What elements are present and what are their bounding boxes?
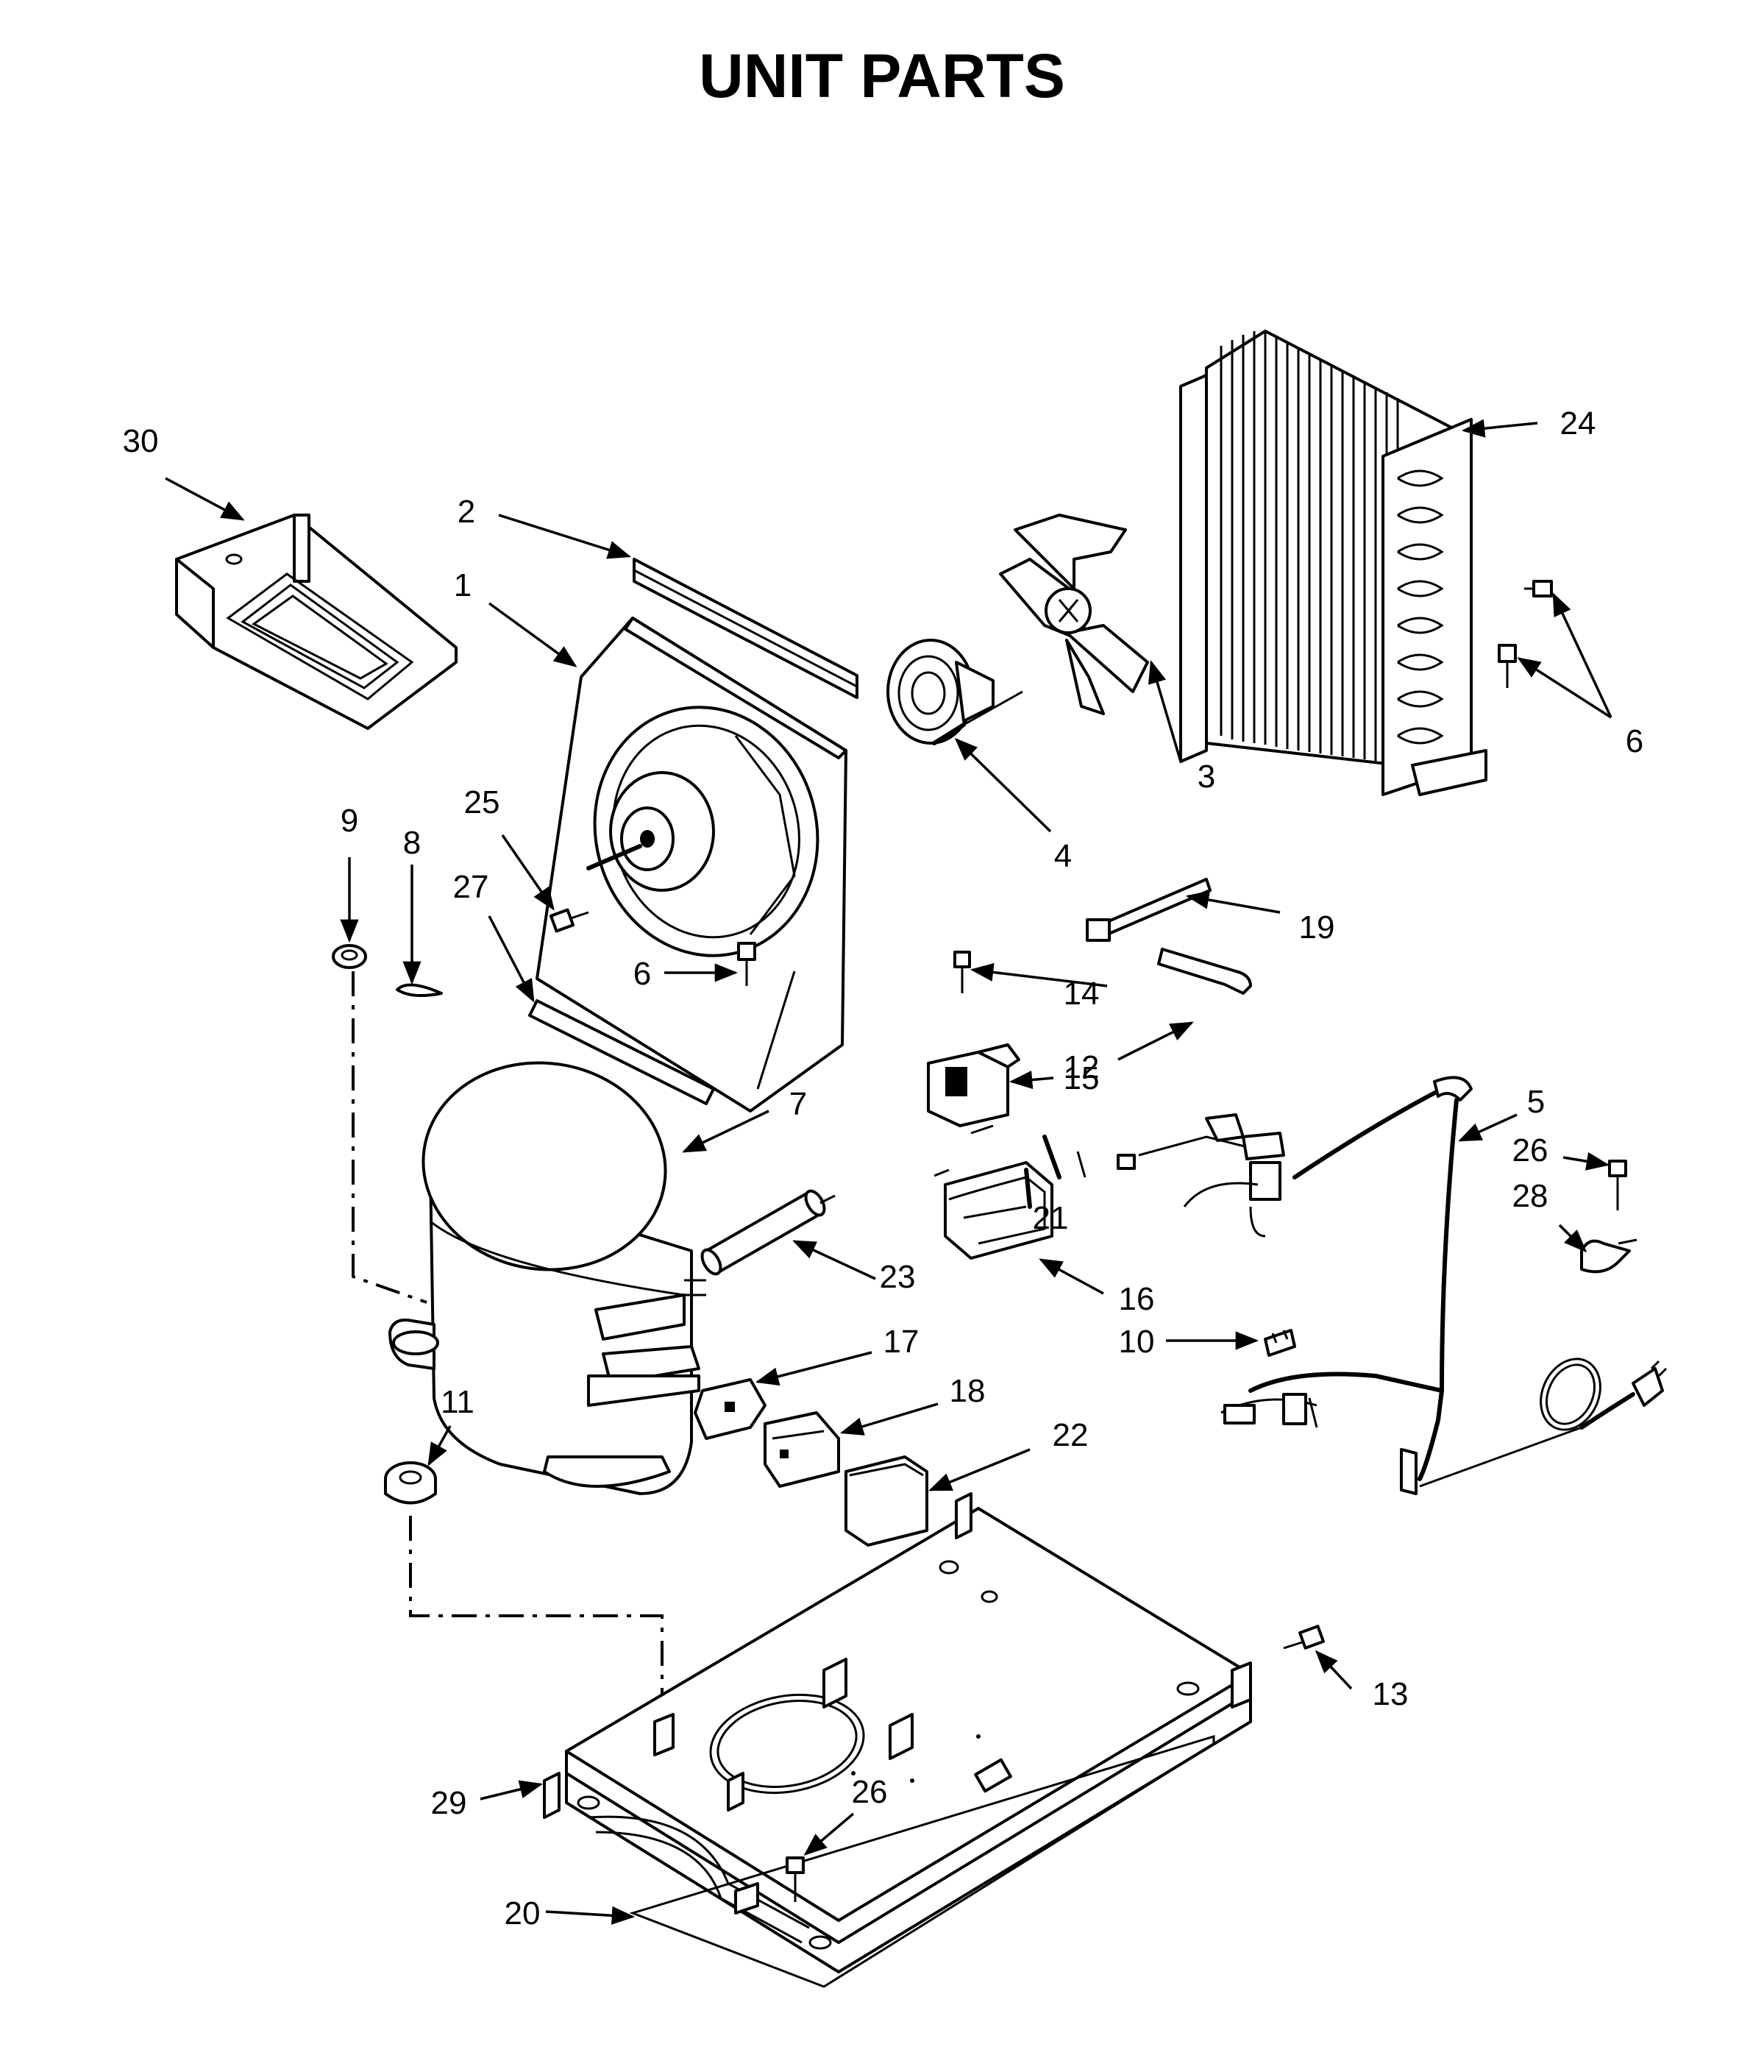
base-insulation <box>629 1734 1215 1988</box>
ground-screw <box>1608 1160 1627 1210</box>
fan-blade <box>999 514 1149 715</box>
callout-11: 11 <box>441 1384 474 1420</box>
callout-2: 2 <box>458 494 475 530</box>
solenoid-coil <box>927 1043 1020 1127</box>
callout-4: 4 <box>1054 838 1072 874</box>
callout-26-right: 26 <box>1512 1132 1548 1168</box>
callout-labels: 30 2 1 3 4 24 6 25 27 9 8 6 7 19 14 12 1… <box>123 405 1644 1931</box>
callout-15: 15 <box>1064 1060 1100 1096</box>
gasket-strip <box>633 558 858 699</box>
callout-10: 10 <box>1119 1324 1155 1360</box>
overload-protector <box>694 1378 767 1440</box>
cable-tie <box>1086 878 1212 942</box>
base-screw <box>786 1856 805 1902</box>
base-pan <box>543 1492 1252 1973</box>
drier <box>700 1189 836 1276</box>
callout-1: 1 <box>454 567 472 603</box>
callout-22: 22 <box>1053 1417 1089 1453</box>
callout-29: 29 <box>431 1785 467 1821</box>
callout-14: 14 <box>1064 976 1100 1012</box>
relay-cover <box>844 1455 928 1547</box>
shroud-mount-screw <box>737 942 756 986</box>
page-title: UNIT PARTS <box>699 41 1065 110</box>
shroud-screw <box>549 908 589 933</box>
callout-24: 24 <box>1560 405 1596 441</box>
drain-pan <box>175 514 458 730</box>
callout-26-base: 26 <box>852 1774 888 1810</box>
callout-8: 8 <box>403 825 421 861</box>
callout-3: 3 <box>1198 759 1215 795</box>
start-relay <box>764 1411 840 1488</box>
condenser <box>1179 330 1487 796</box>
assembly-line-grommet <box>409 1516 664 1700</box>
condenser-screws <box>1498 580 1553 688</box>
callout-23: 23 <box>880 1259 916 1295</box>
leader-lines <box>165 419 1612 1925</box>
callout-6-condenser: 6 <box>1626 723 1643 759</box>
grommet <box>384 1461 437 1505</box>
tubing <box>1157 948 1252 995</box>
valve-screw <box>953 951 971 993</box>
assembly-line-washer <box>352 971 427 1304</box>
callout-5: 5 <box>1527 1084 1545 1120</box>
callout-30: 30 <box>123 423 159 459</box>
callout-20: 20 <box>505 1895 541 1931</box>
cable-clamp <box>1580 1238 1637 1274</box>
callout-19: 19 <box>1299 909 1335 945</box>
callout-18: 18 <box>950 1373 986 1409</box>
wiring-harness <box>1117 1076 1668 1495</box>
callout-27: 27 <box>453 869 489 905</box>
clip <box>396 983 443 998</box>
fan-shroud <box>536 617 847 1113</box>
callout-7: 7 <box>789 1086 807 1122</box>
callout-25: 25 <box>464 784 500 820</box>
callout-17: 17 <box>883 1324 920 1360</box>
compressor <box>388 1061 706 1495</box>
fan-motor <box>886 639 1023 745</box>
callout-6-shroud: 6 <box>633 956 651 992</box>
callout-28: 28 <box>1512 1178 1548 1214</box>
washer <box>332 944 367 969</box>
callout-13: 13 <box>1373 1676 1409 1712</box>
foam-strip <box>528 999 715 1105</box>
mounting-bracket <box>933 1124 1087 1260</box>
callout-12: 12 <box>1064 1049 1100 1085</box>
callout-16: 16 <box>1119 1281 1155 1317</box>
callout-21: 21 <box>1033 1200 1069 1236</box>
base-pan-screw <box>1283 1625 1325 1650</box>
wire-clip <box>1264 1329 1296 1357</box>
callout-9: 9 <box>341 803 358 839</box>
